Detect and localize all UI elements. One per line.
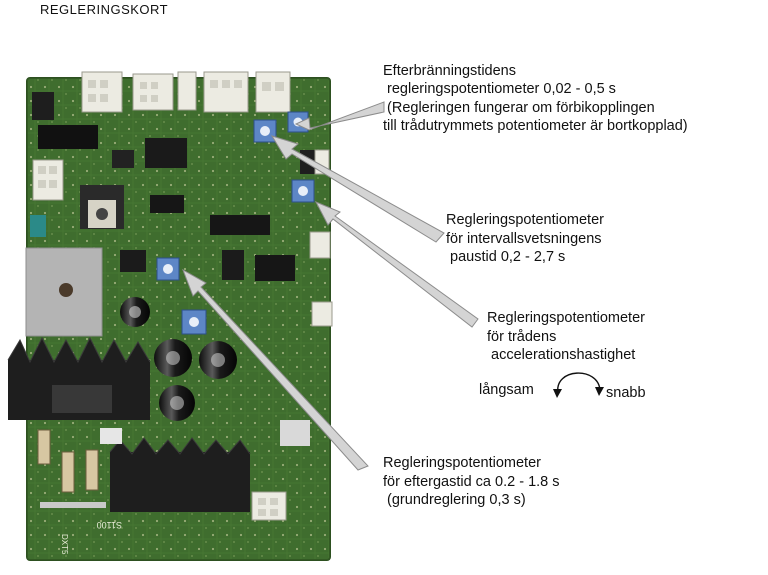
- board-silkscreen-code: DXT5: [60, 534, 69, 555]
- label-afterburn-line4: till trådutrymmets potentiometer är bort…: [383, 118, 688, 134]
- resistors: [37, 428, 122, 508]
- label-wire-line3: accelerationshastighet: [487, 347, 636, 363]
- voltage-regulator: [80, 185, 124, 229]
- arrow-afterburn-pot: [294, 101, 385, 131]
- label-afterburn-line2: regleringspotentiometer 0,02 - 0,5 s: [383, 81, 616, 97]
- arrows: [182, 101, 479, 471]
- page-title: REGLERINGSKORT: [40, 2, 169, 17]
- heatsink-left: [7, 336, 151, 420]
- board-silkscreen-serial: S1100: [97, 520, 122, 530]
- label-wire-line1: Regleringspotentiometer: [487, 310, 645, 326]
- bottom-connector: [251, 420, 310, 521]
- label-aftergas-line1: Regleringspotentiometer: [383, 455, 541, 471]
- arrow-wire-accel-pot: [182, 268, 369, 471]
- label-afterburn-line1: Efterbränningstidens: [383, 63, 516, 79]
- label-aftergas-line3: (grundreglering 0,3 s): [383, 492, 526, 508]
- rotation-direction-arc: [553, 372, 604, 398]
- capacitors: [120, 297, 237, 421]
- label-afterburn-line3: (Regleringen fungerar om förbikopplingen: [383, 100, 655, 116]
- label-direction-slow: långsam: [479, 382, 534, 398]
- top-connectors: [81, 71, 291, 113]
- bridge-rectifier: [25, 247, 103, 337]
- heatsink-bottom: [109, 437, 251, 512]
- label-interval-line3: paustid 0,2 - 2,7 s: [446, 249, 566, 265]
- label-interval-line1: Regleringspotentiometer: [446, 212, 604, 228]
- label-direction-fast: snabb: [606, 385, 646, 401]
- label-aftergas-line2: för eftergastid ca 0.2 - 1.8 s: [383, 474, 560, 490]
- left-connector: [30, 92, 98, 237]
- label-interval-line2: för intervallsvetsningens: [446, 231, 602, 247]
- arrow-aftergas-pot: [270, 135, 445, 243]
- arrow-interval-pot: [314, 201, 479, 328]
- label-wire-line2: för trådens: [487, 329, 557, 345]
